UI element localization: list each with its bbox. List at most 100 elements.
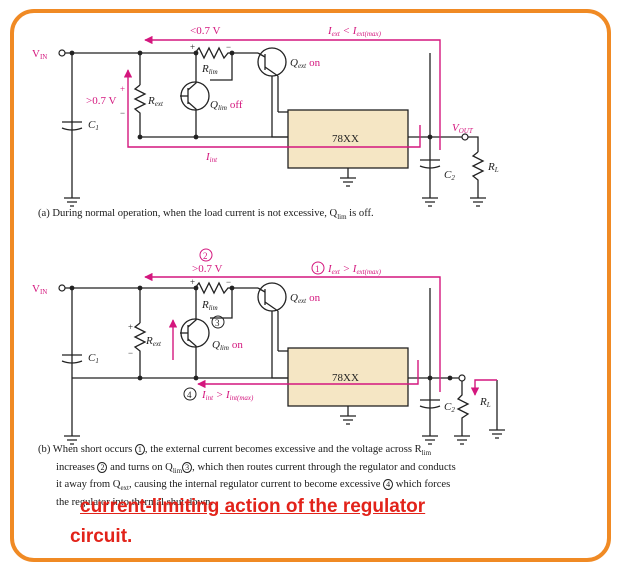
qext-state-a: on xyxy=(309,57,321,69)
rl-resistor-a xyxy=(471,151,485,192)
svg-text:−: − xyxy=(128,348,133,358)
rext-a: R xyxy=(147,95,155,107)
vout-label-a: VOUT xyxy=(452,122,474,135)
qext-a: Q xyxy=(290,57,298,69)
vin-label-a: VIN xyxy=(32,48,47,61)
rlim-label-b: Rlim xyxy=(201,299,218,312)
cap-b-l1b: , the external current becomes excessive… xyxy=(144,444,422,455)
i-int-max-b: int(max) xyxy=(230,394,254,402)
i-ext-sub-b: ext xyxy=(332,268,341,276)
cap-b-n3: 3 xyxy=(182,461,193,473)
i-int-label-a: Iint xyxy=(205,151,218,164)
cap-b-l2c: , which then routes current through the … xyxy=(192,461,456,473)
c1-a: C xyxy=(88,119,96,131)
c2-sub-a: 2 xyxy=(451,174,455,182)
qext-sub-a: ext xyxy=(298,62,307,70)
rlim-label-a: Rlim xyxy=(201,63,218,76)
rext-label-a: Rext xyxy=(147,95,164,108)
c1-capacitor-b xyxy=(61,354,83,364)
svg-text:−: − xyxy=(226,277,231,287)
rl-b: R xyxy=(479,396,487,408)
vout-sub-a: OUT xyxy=(459,127,474,135)
cap-b-l2b: and turns on Q xyxy=(107,461,173,473)
i-ext-label-b: Iext > Iext(max) xyxy=(327,263,382,276)
c2-a: C xyxy=(444,169,452,181)
qext-b: Q xyxy=(290,292,298,304)
rext-b: R xyxy=(145,335,153,347)
vout-a: V xyxy=(452,122,460,134)
page-title-line1: current-limiting action of the regulator xyxy=(80,496,426,517)
cap-b-n4: 4 xyxy=(383,479,394,491)
qlim-state-a: off xyxy=(230,99,243,111)
caption-b-line3: it away from Qext, causing the internal … xyxy=(38,478,558,496)
rext-sub-a: ext xyxy=(155,100,164,108)
cap-b-l3a: it away from Q xyxy=(56,479,121,491)
c2-capacitor-b xyxy=(419,399,441,409)
cap-b-l3sub: ext xyxy=(120,484,129,493)
i-int-sub-a: int xyxy=(210,156,218,164)
num-2-b: 2 xyxy=(203,251,208,261)
vin-b: V xyxy=(32,283,40,295)
cap-b-l3c: which forces xyxy=(393,479,451,491)
regulator-78xx-b xyxy=(287,347,409,407)
cap-b-n2: 2 xyxy=(97,461,108,473)
rlim-sub-b: lim xyxy=(209,304,218,312)
qext-sub-b: ext xyxy=(298,297,307,305)
num-4-b: 4 xyxy=(187,390,192,400)
page-title-line2: circuit. xyxy=(70,526,133,547)
rl-sub-a: L xyxy=(494,166,499,174)
qlim-a: Q xyxy=(210,99,218,111)
qlim-b: Q xyxy=(212,339,220,351)
i-ext-max-b: ext(max) xyxy=(356,268,381,276)
v-rlim-label-b: >0.7 V xyxy=(192,263,223,275)
circuit-b xyxy=(61,281,505,445)
vin-a: V xyxy=(32,48,40,60)
c1-b: C xyxy=(88,352,96,364)
c1-capacitor-a xyxy=(61,121,83,131)
v-rlim-label-a: <0.7 V xyxy=(190,25,221,37)
i-int-gt-b: > I xyxy=(213,389,231,401)
i-ext-sub-a: ext xyxy=(332,30,341,38)
circuit-a xyxy=(61,46,486,207)
svg-text:−: − xyxy=(226,42,231,52)
i-ext-b: I xyxy=(327,263,333,275)
vin-sub-b: IN xyxy=(40,288,47,296)
caption-b: (b) When short occurs 1, the external cu… xyxy=(38,443,558,509)
c2-label-b: C2 xyxy=(444,401,455,414)
rlim-a: R xyxy=(201,63,209,75)
cap-b-l2sub: lim xyxy=(172,466,183,475)
caption-b-line1: (b) When short occurs 1, the external cu… xyxy=(38,443,558,461)
reg-label-a: 78XX xyxy=(332,133,359,145)
rext-resistor-b xyxy=(133,322,147,378)
qlim-sub-a: lim xyxy=(218,104,227,112)
rlim-resistor-a xyxy=(194,46,232,60)
vin-sub-a: IN xyxy=(40,53,47,61)
vin-label-b: VIN xyxy=(32,283,47,296)
svg-text:+: + xyxy=(128,322,133,332)
svg-text:−: − xyxy=(120,108,125,118)
caption-a-text: (a) During normal operation, when the lo… xyxy=(38,208,338,219)
cap-b-l4: the regulator into thermal shut down. xyxy=(56,496,214,508)
rext-resistor-a xyxy=(133,84,147,137)
rl-label-b: RL xyxy=(479,396,491,409)
caption-b-line4: the regulator into thermal shut down. xyxy=(38,496,558,510)
qlim-sub-b: lim xyxy=(220,344,229,352)
orange-frame xyxy=(10,9,611,562)
i-int-sub-b: int xyxy=(206,394,214,402)
caption-a-end: is off. xyxy=(346,208,374,219)
caption-a-sub: lim xyxy=(337,213,347,222)
i-ext-a: I xyxy=(327,25,333,37)
reg-label-b: 78XX xyxy=(332,372,359,384)
cap-b-l2a: increases xyxy=(56,461,98,473)
c2-b: C xyxy=(444,401,452,413)
i-ext-label-a: Iext < Iext(max) xyxy=(327,25,382,38)
i-int-a: I xyxy=(205,151,211,163)
c1-sub-b: 1 xyxy=(95,357,99,365)
rl-sub-b: L xyxy=(486,401,491,409)
c1-sub-a: 1 xyxy=(95,124,99,132)
c1-label-b: C1 xyxy=(88,352,99,365)
